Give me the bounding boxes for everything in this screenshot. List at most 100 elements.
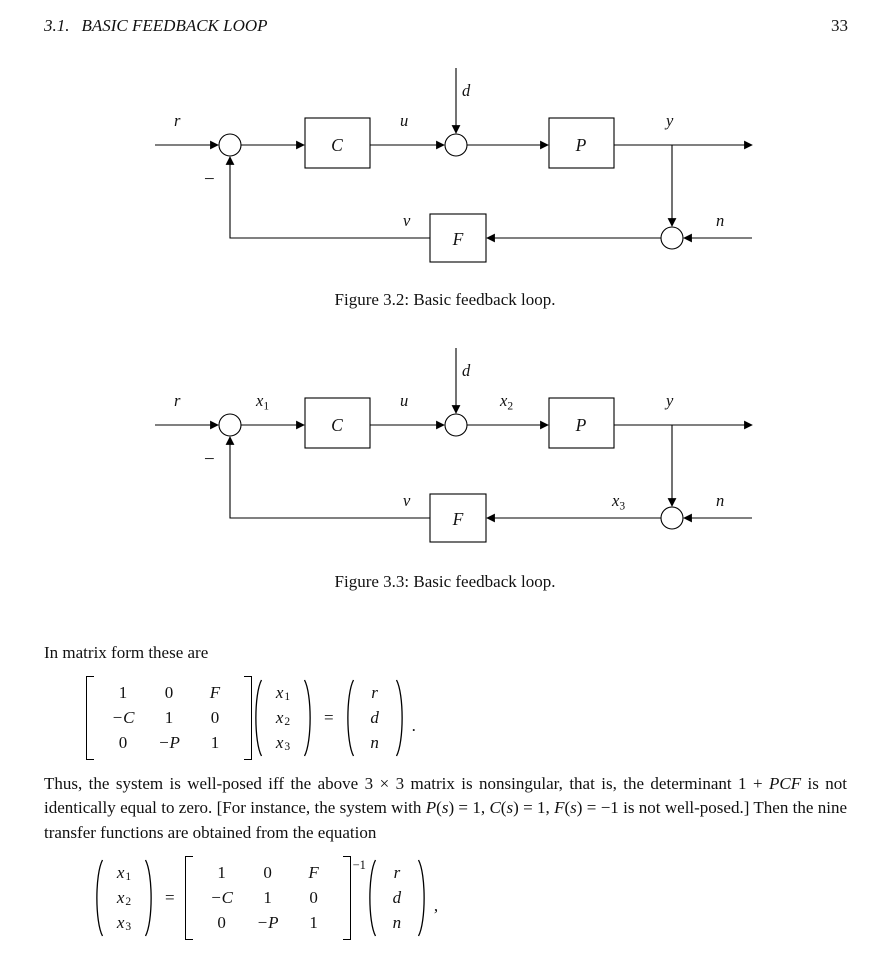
matrix-cell: −P xyxy=(256,913,279,932)
summing-junction-2 xyxy=(444,133,468,157)
matrix-cell: 0 xyxy=(309,888,318,907)
matrix-cell: 0 xyxy=(263,863,272,882)
block-F-label: F xyxy=(452,229,464,249)
label-n: n xyxy=(716,491,724,510)
intro-text: In matrix form these are xyxy=(44,643,209,662)
label-x3: x3 xyxy=(611,491,625,513)
paren-left xyxy=(96,859,104,937)
label-r: r xyxy=(174,111,181,130)
label-n: n xyxy=(716,211,724,230)
matrix-cell: 1 xyxy=(263,888,272,907)
page-header: 3.1. BASIC FEEDBACK LOOP 33 xyxy=(44,16,848,36)
paragraph-segment: ( xyxy=(436,798,442,818)
block-P xyxy=(548,117,615,169)
paragraph-segment: ) = 1, xyxy=(448,798,490,818)
equals-sign: = xyxy=(165,888,175,907)
paren-right xyxy=(303,679,311,757)
matrix-cell: 0 xyxy=(210,708,220,727)
label-v: v xyxy=(403,491,411,510)
matrix-cell: F xyxy=(308,863,319,882)
block-P xyxy=(548,397,615,449)
paragraph-segment: Thus, the system is well-posed iff the a… xyxy=(44,774,769,793)
paragraph-segment: s xyxy=(441,798,449,818)
summing-junction-3 xyxy=(660,506,684,530)
body-paragraph: Thus, the system is well-posed iff the a… xyxy=(44,772,847,845)
paren-left xyxy=(255,679,263,757)
feedback-wire xyxy=(225,436,430,519)
running-head: 3.1. BASIC FEEDBACK LOOP xyxy=(44,16,268,36)
section-title: BASIC FEEDBACK LOOP xyxy=(81,16,268,35)
minus-sign: − xyxy=(204,169,215,190)
signal-lines xyxy=(155,68,753,243)
feedback-wire xyxy=(225,156,430,239)
input-vector: r d n xyxy=(344,676,406,760)
matrix-cell: 1 xyxy=(164,708,174,727)
figure-3-3-diagram: C P F r x1 u d x2 y n x3 v − xyxy=(155,348,753,543)
label-d: d xyxy=(462,361,471,380)
bracket-right xyxy=(342,856,351,940)
label-x2: x2 xyxy=(499,391,513,413)
paragraph-segment: F xyxy=(554,798,565,818)
paragraph-segment: P xyxy=(425,798,437,818)
bracket-left xyxy=(184,856,193,940)
label-d: d xyxy=(462,81,471,100)
paragraph-segment: ( xyxy=(564,798,571,818)
paren-right xyxy=(395,679,403,757)
paragraph-segment: PCF xyxy=(768,774,802,793)
block-P-label: P xyxy=(575,415,587,435)
summing-junction-1 xyxy=(218,133,242,157)
label-u: u xyxy=(400,391,408,410)
matrix-cell: −C xyxy=(111,708,135,727)
signal-lines xyxy=(155,348,753,523)
paragraph-segment: ( xyxy=(500,798,507,818)
figure-3-2-diagram: C P F r u d y n v − xyxy=(155,68,753,263)
bracket-left xyxy=(86,676,94,760)
block-C-label: C xyxy=(331,415,343,435)
minus-sign: − xyxy=(204,449,215,470)
vector-entry: d xyxy=(370,708,379,727)
input-vector: r d n xyxy=(366,856,428,940)
paren-left xyxy=(346,679,354,757)
coefficient-matrix: 1 0 F −C 1 0 0 −P 1 xyxy=(86,676,252,760)
matrix-cell: 1 xyxy=(309,913,318,932)
label-u: u xyxy=(400,111,408,130)
vector-entry: n xyxy=(392,913,402,932)
coefficient-matrix: 1 0 F −C 1 0 0 −P 1 xyxy=(184,856,351,940)
figure-3-3-caption: Figure 3.3: Basic feedback loop. xyxy=(334,572,556,591)
vector-entry: r xyxy=(371,683,378,702)
label-y: y xyxy=(664,391,674,410)
matrix-cell: 1 xyxy=(118,683,128,702)
summing-junction-3 xyxy=(660,226,684,250)
inverse-exponent: −1 xyxy=(352,857,366,872)
matrix-cell: 0 xyxy=(118,733,128,752)
matrix-cell: 1 xyxy=(210,733,220,752)
label-x1: x1 xyxy=(255,391,269,413)
figure-3-2-caption: Figure 3.2: Basic feedback loop. xyxy=(334,290,556,309)
label-y: y xyxy=(664,111,674,130)
vector-entry: d xyxy=(392,888,402,907)
equation-comma: , xyxy=(433,896,439,915)
block-C xyxy=(304,117,371,169)
paragraph-segment: ) = −1 is not well-posed.] Then the nine… xyxy=(44,798,848,842)
block-C xyxy=(304,397,371,449)
block-C-label: C xyxy=(331,135,343,155)
matrix-cell: 0 xyxy=(217,913,226,932)
label-r: r xyxy=(174,391,181,410)
block-F-label: F xyxy=(452,509,464,529)
matrix-cell: −C xyxy=(210,888,233,907)
page-number: 33 xyxy=(831,16,848,35)
equals-sign: = xyxy=(324,708,334,727)
bracket-right xyxy=(244,676,252,760)
block-P-label: P xyxy=(575,135,587,155)
section-number: 3.1. xyxy=(44,16,70,35)
paragraph-segment: s xyxy=(570,798,577,818)
